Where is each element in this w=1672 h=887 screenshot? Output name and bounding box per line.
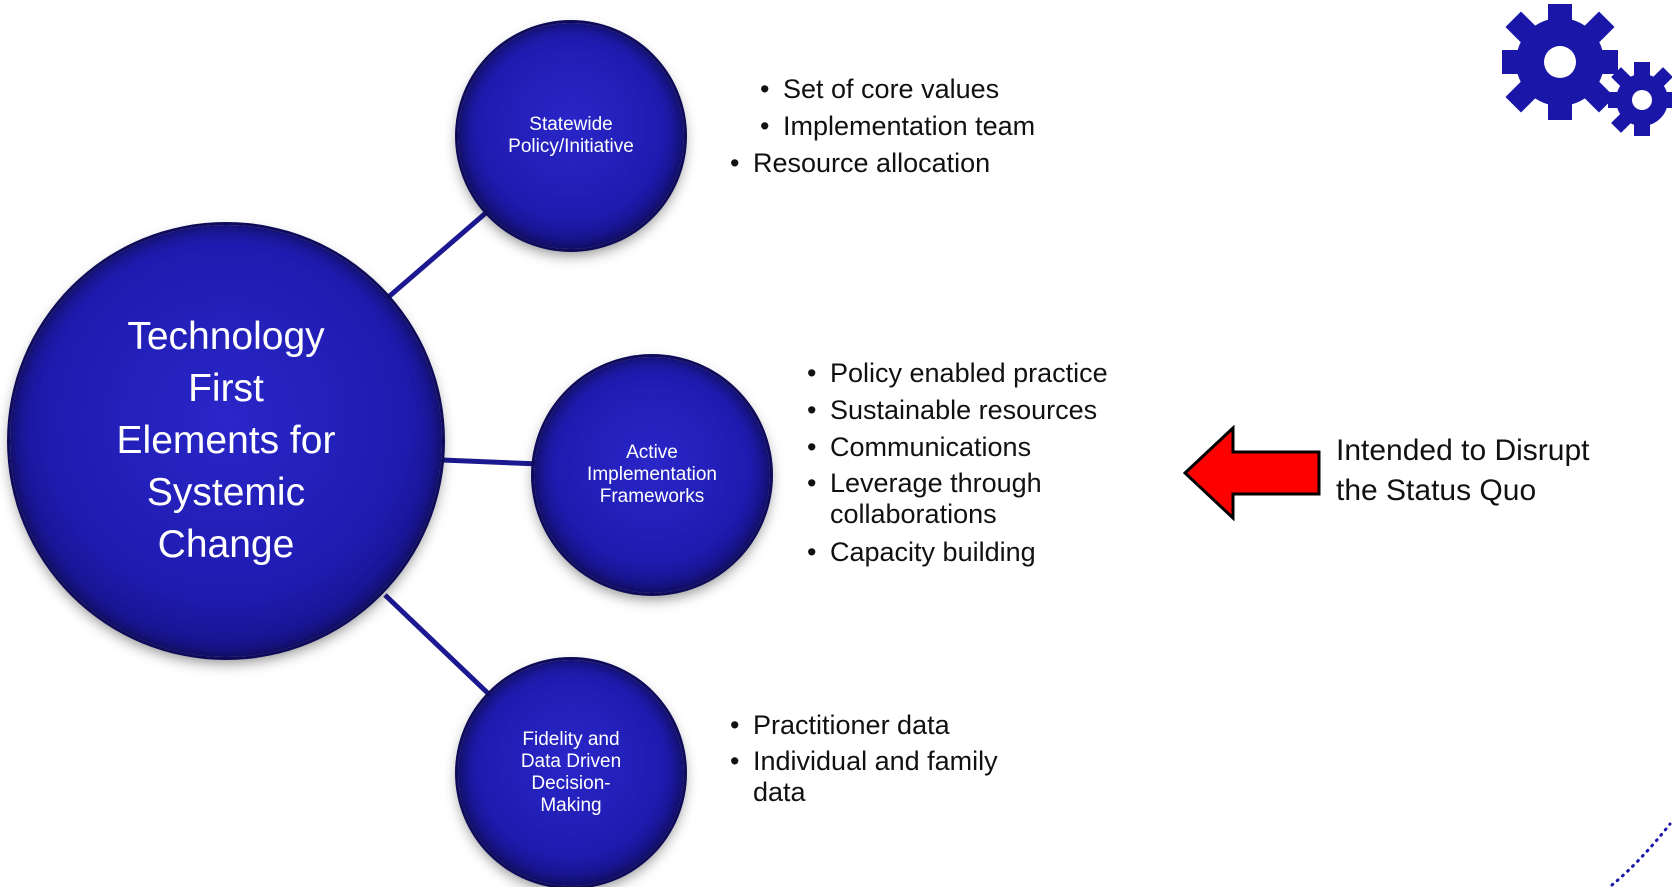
red-left-arrow-icon xyxy=(1183,425,1321,521)
node-label-fidelity-data: Fidelity and Data Driven Decision- Makin… xyxy=(520,729,622,816)
node-label-statewide-policy: Statewide Policy/Initiative xyxy=(508,114,634,157)
bullet-item: Set of core values xyxy=(758,71,1035,108)
bullet-item: Practitioner data xyxy=(728,707,998,744)
node-circle-fidelity-data: Fidelity and Data Driven Decision- Makin… xyxy=(458,660,684,886)
main-circle: Technology First Elements for Systemic C… xyxy=(10,225,442,657)
callout-text: Intended to Disrupt the Status Quo xyxy=(1336,434,1590,507)
node-circle-active-implementation: Active Implementation Frameworks xyxy=(534,357,770,593)
bullet-item: Implementation team xyxy=(758,108,1035,145)
connector-line-top xyxy=(383,203,497,302)
connector-line-middle xyxy=(441,457,541,467)
bullet-item: Capacity building xyxy=(805,534,1108,571)
bullet-item: Sustainable resources xyxy=(805,392,1108,429)
node-circle-statewide-policy: Statewide Policy/Initiative xyxy=(458,23,684,249)
main-circle-label: Technology First Elements for Systemic C… xyxy=(116,315,336,566)
bullet-item: Leverage through collaborations xyxy=(805,468,1108,530)
bullet-list-statewide-policy: Set of core values Implementation team R… xyxy=(728,71,1035,182)
bullet-item: Individual and family data xyxy=(728,746,998,808)
bullet-item: Resource allocation xyxy=(728,145,1035,182)
bullet-item: Communications xyxy=(805,429,1108,466)
bullet-list-fidelity-data: Practitioner data Individual and family … xyxy=(728,707,998,808)
bullet-list-active-implementation: Policy enabled practice Sustainable reso… xyxy=(805,355,1108,571)
gears-icon xyxy=(1502,4,1672,136)
bullet-item: Policy enabled practice xyxy=(805,355,1108,392)
connector-line-bottom xyxy=(383,593,497,702)
node-label-active-implementation: Active Implementation Frameworks xyxy=(587,442,717,507)
dotted-arc-decoration xyxy=(1610,822,1672,887)
